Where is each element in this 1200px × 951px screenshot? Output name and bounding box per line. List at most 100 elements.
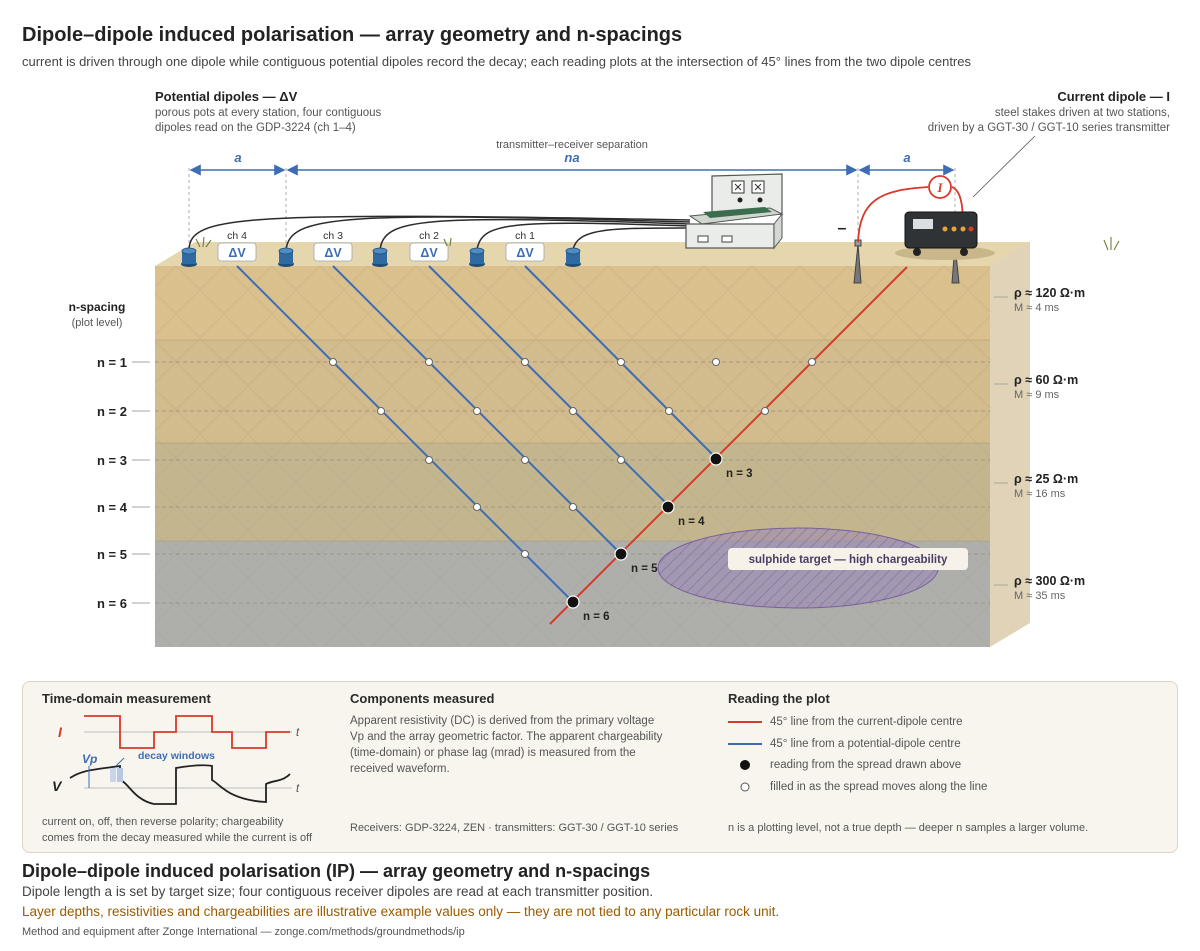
dv-label: ΔV <box>516 246 534 260</box>
n-axis-title: n-spacing <box>69 300 126 314</box>
receiver-cables <box>188 215 691 251</box>
n-level-label: n = 3 <box>97 453 127 468</box>
receiver-gdp3224 <box>685 173 784 250</box>
layer-1 <box>155 266 990 340</box>
transmitter-ggt <box>895 211 995 260</box>
panel1-t1: t <box>296 727 300 739</box>
dv-label: ΔV <box>324 246 342 260</box>
plot-point-open <box>473 407 481 415</box>
plot-point-open <box>712 358 720 366</box>
current-meter-icon <box>928 175 952 199</box>
current-45-line <box>549 266 908 625</box>
target-label-box <box>728 548 968 570</box>
panel2-line-1: Apparent resistivity (DC) is derived fro… <box>350 715 655 727</box>
plot-point-open <box>425 456 433 464</box>
layer-m: M ≈ 9 ms <box>1014 389 1060 401</box>
dv-box <box>313 242 353 262</box>
porous-pot <box>565 247 581 267</box>
target-label: sulphide target — high chargeability <box>749 554 948 566</box>
channel-label: ch 4 <box>227 230 247 242</box>
current-stake-right <box>951 243 960 284</box>
dim-a-right: a <box>903 150 910 165</box>
dv-label: ΔV <box>420 246 438 260</box>
porous-pot <box>181 247 197 267</box>
panel1-t2: t <box>296 783 300 795</box>
n-level-label: n = 1 <box>97 355 127 370</box>
legend-symbols <box>728 721 762 792</box>
separation-label: transmitter–receiver separation <box>496 139 648 151</box>
current-heading: Current dipole — I <box>1057 89 1170 104</box>
panel2-footer: Receivers: GDP-3224, ZEN · transmitters:… <box>350 822 679 834</box>
dv-box <box>409 242 449 262</box>
n-level-label: n = 2 <box>97 404 127 419</box>
dv-box <box>217 242 257 262</box>
plot-point-open <box>617 358 625 366</box>
panel2-heading: Components measured <box>350 691 495 706</box>
layer-rho: ρ ≈ 300 Ω·m <box>1014 574 1085 588</box>
n-level-label: n = 4 <box>97 500 128 515</box>
legend-item-1: 45° line from the current-dipole centre <box>770 716 963 728</box>
channel-label: ch 2 <box>419 230 439 242</box>
potential-line1: porous pots at every station, four conti… <box>155 107 382 119</box>
minus-sign: – <box>838 220 847 237</box>
layer-rho: ρ ≈ 25 Ω·m <box>1014 472 1078 486</box>
plot-point-open <box>617 456 625 464</box>
current-line2: driven by a GGT-30 / GGT-10 series trans… <box>928 122 1170 134</box>
plot-point-open <box>761 407 769 415</box>
current-line1: steel stakes driven at two stations, <box>995 107 1170 119</box>
reading-label: n = 5 <box>631 563 658 575</box>
legend-open-dot <box>740 782 750 792</box>
layer-rho: ρ ≈ 60 Ω·m <box>1014 373 1078 387</box>
panel1-caption2: comes from the decay measured while the … <box>42 832 313 844</box>
panel2-line-2: Vp and the array geometric factor. The a… <box>350 731 663 743</box>
current-waveform <box>84 715 290 749</box>
reading-label: n = 3 <box>726 468 753 480</box>
dv-box <box>505 242 545 262</box>
plot-point-open <box>377 407 385 415</box>
panel1-decay: decay windows <box>138 750 216 762</box>
dim-na: na <box>564 150 579 165</box>
potential-line2: dipoles read on the GDP-3224 (ch 1–4) <box>155 122 356 134</box>
potential-45-line <box>236 265 574 603</box>
panel1-caption1: current on, off, then reverse polarity; … <box>42 816 284 828</box>
plot-point-open <box>808 358 816 366</box>
layer-3 <box>155 443 990 541</box>
plot-point-open <box>665 407 673 415</box>
panel2-line-4: received waveform. <box>350 763 450 775</box>
voltage-waveform <box>69 764 291 805</box>
current-symbol: I <box>936 180 943 195</box>
reading-point <box>661 500 675 514</box>
reading-point <box>709 452 723 466</box>
grass-decoration <box>195 236 1120 251</box>
channel-label: ch 3 <box>323 230 343 242</box>
footer-line3: Method and equipment after Zonge Interna… <box>22 926 465 938</box>
current-leader-line <box>972 135 1036 198</box>
plot-point-open <box>569 407 577 415</box>
waveform-diagram <box>69 715 292 805</box>
footer-line1: Dipole length a is set by target size; f… <box>22 884 654 899</box>
page-subtitle: current is driven through one dipole whi… <box>22 54 971 69</box>
plot-point-open <box>521 550 529 558</box>
dim-a-left: a <box>234 150 241 165</box>
reading-label: n = 4 <box>678 516 705 528</box>
panel1-V: V <box>52 778 62 794</box>
dv-label: ΔV <box>228 246 246 260</box>
plot-point-open <box>329 358 337 366</box>
layer-rho: ρ ≈ 120 Ω·m <box>1014 286 1085 300</box>
n-level-label: n = 6 <box>97 596 127 611</box>
channel-label: ch 1 <box>515 230 535 242</box>
reading-point <box>614 547 628 561</box>
legend-panel <box>22 681 1178 853</box>
panel1-heading: Time-domain measurement <box>42 691 211 706</box>
ip-array-diagram: sulphide target — high chargeability n =… <box>69 89 1170 647</box>
porous-pot <box>469 247 485 267</box>
panel1-I: I <box>58 724 62 740</box>
legend-item-4: filled in as the spread moves along the … <box>770 781 988 793</box>
plot-point-open <box>521 358 529 366</box>
footer-line2: Layer depths, resistivities and chargeab… <box>22 904 780 919</box>
plot-point-open <box>569 503 577 511</box>
legend-filled-dot <box>740 760 750 770</box>
legend-item-3: reading from the spread drawn above <box>770 759 962 771</box>
panel1-Vp: Vp <box>82 752 98 766</box>
panel3-footer: n is a plotting level, not a true depth … <box>728 822 1089 834</box>
